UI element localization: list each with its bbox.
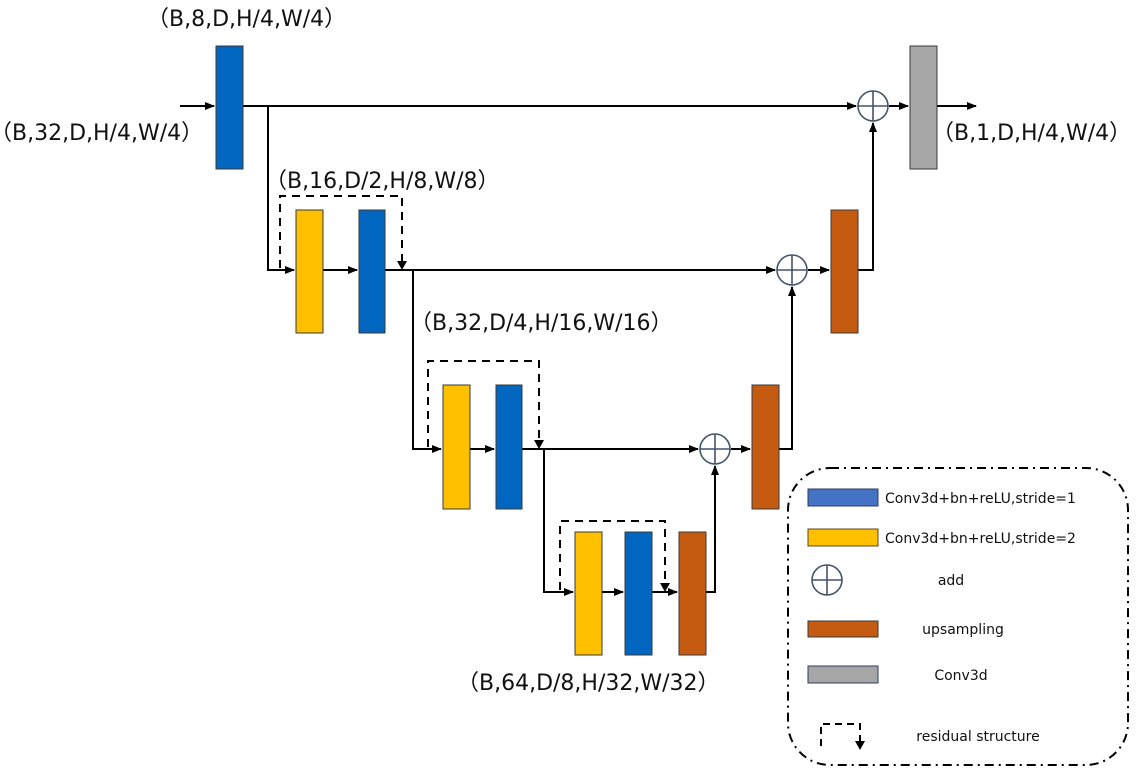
residual-level2 — [279, 195, 403, 268]
legend-frame — [787, 467, 1129, 766]
l4-up-block — [678, 531, 707, 656]
residual-arrowhead — [660, 583, 670, 592]
legend-conv3d-swatch — [807, 665, 879, 684]
label-input-shape: （B,32,D,H/4,W/4） — [0, 121, 203, 146]
up4-to-add3 — [706, 465, 719, 593]
legend-conv-stride1-label: Conv3d+bn+reLU,stride=1 — [885, 491, 1076, 507]
up3-to-add2 — [779, 286, 796, 450]
residual-level4 — [559, 520, 666, 590]
legend-conv-stride1-swatch — [807, 488, 879, 507]
legend-residual-icon — [820, 723, 865, 750]
up2-to-add1 — [858, 122, 877, 271]
out-conv3d-block — [909, 45, 938, 170]
down-to-level3 — [412, 270, 442, 453]
legend-residual-label: residual structure — [916, 729, 1039, 745]
add-nodes — [699, 90, 889, 465]
add-icon — [699, 433, 731, 465]
l3-conv-s1-block — [495, 384, 523, 510]
legend-conv3d-label: Conv3d — [934, 668, 987, 684]
legend-add-label: add — [938, 573, 964, 589]
label-level1-shape: （B,8,D,H/4,W/4） — [147, 7, 346, 32]
l4-conv-s2-block — [574, 531, 603, 656]
label-level2-shape: （B,16,D/2,H/8,W/8） — [265, 169, 500, 194]
legend-conv-stride2-label: Conv3d+bn+reLU,stride=2 — [885, 531, 1076, 547]
label-output-shape: （B,1,D,H/4,W/4） — [932, 121, 1131, 146]
legend-upsampling-swatch — [807, 620, 879, 638]
down-to-level2 — [267, 106, 295, 274]
l2-conv-s2-block — [295, 209, 324, 334]
add-icon — [857, 90, 889, 122]
residual-arrowheads — [397, 261, 670, 592]
legend: Conv3d+bn+reLU,stride=1 Conv3d+bn+reLU,s… — [787, 467, 1129, 766]
l2-up-block — [830, 209, 859, 334]
add-icon — [776, 254, 808, 286]
residual-arrowhead — [397, 261, 407, 270]
legend-conv-stride2-swatch — [807, 528, 879, 547]
l4-conv-s1-block — [624, 531, 653, 656]
residual-level3 — [427, 360, 540, 447]
label-level4-shape: （B,64,D/8,H/32,W/32） — [457, 671, 720, 696]
l1-conv-block — [215, 45, 244, 170]
connections — [180, 102, 977, 596]
l2-conv-s1-block — [358, 209, 386, 334]
legend-add-icon — [811, 564, 843, 596]
l3-up-block — [751, 384, 780, 510]
l3-conv-s2-block — [442, 384, 471, 510]
down-to-level4 — [543, 449, 574, 596]
residual-arrowhead — [534, 440, 544, 449]
residual-connections — [279, 195, 666, 590]
label-level3-shape: （B,32,D/4,H/16,W/16） — [410, 311, 673, 336]
legend-upsampling-label: upsampling — [922, 622, 1004, 638]
blocks — [215, 45, 938, 656]
